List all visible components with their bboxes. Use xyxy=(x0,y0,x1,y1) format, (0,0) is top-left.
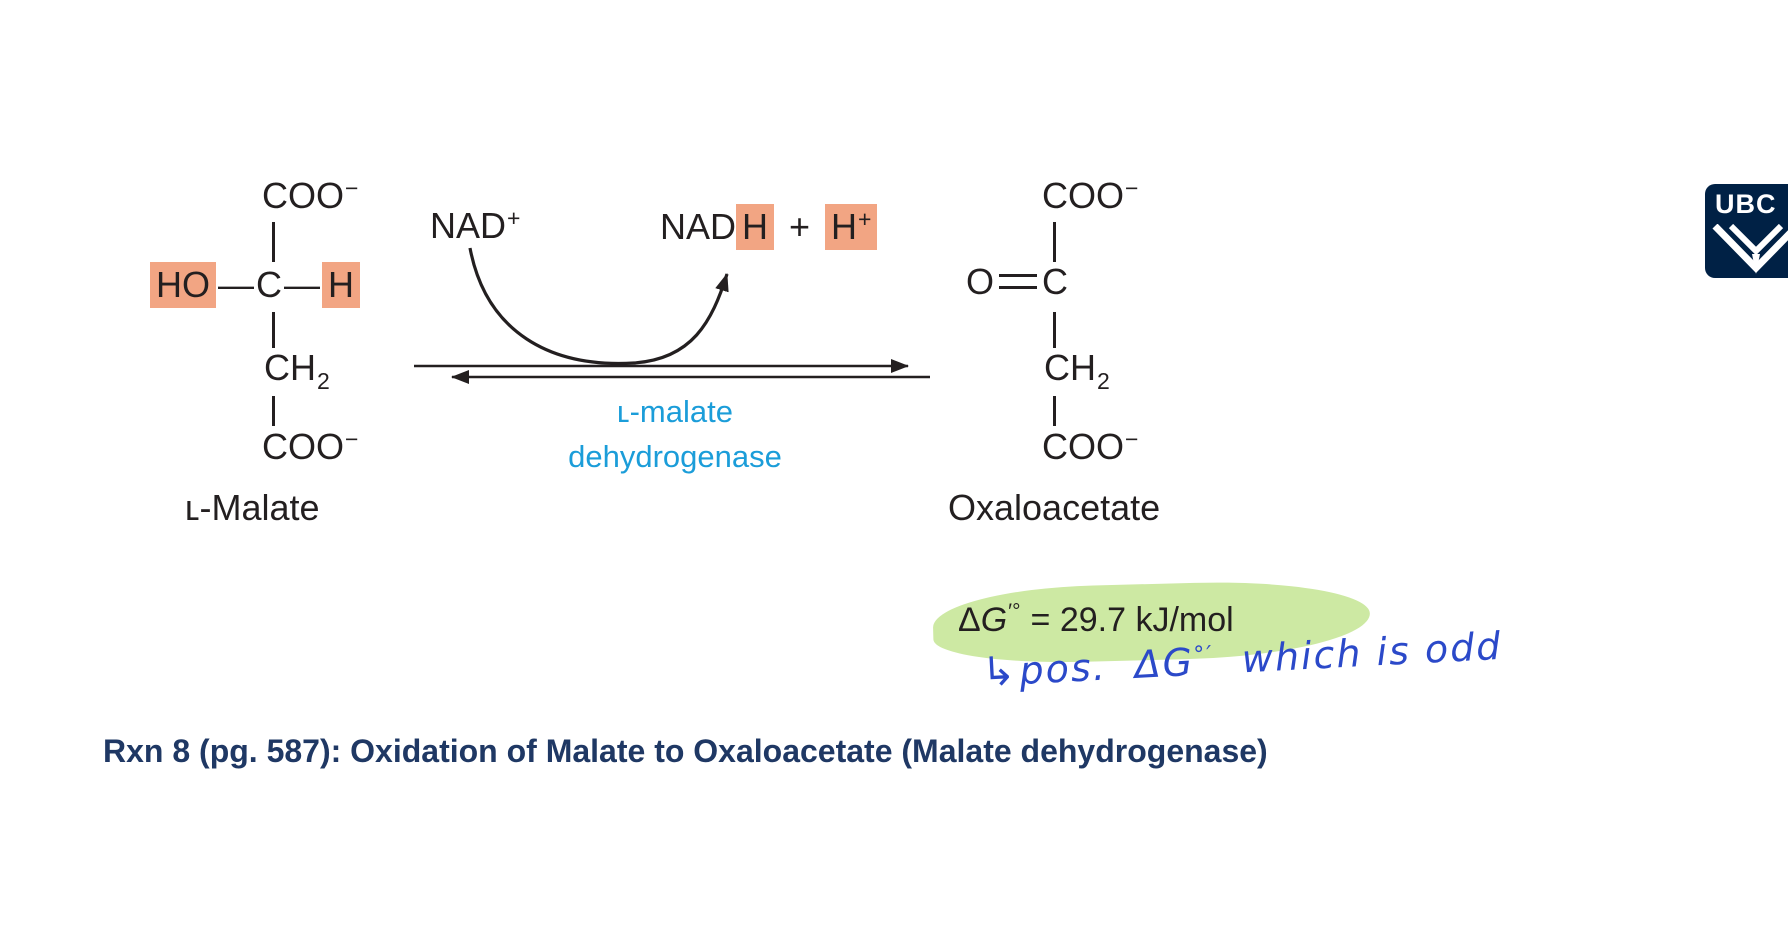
handwritten-dg-sup: °′ xyxy=(1192,641,1215,668)
oxaloacetate-coo-top: COO− xyxy=(1042,175,1139,216)
ubc-logo-text: UBC xyxy=(1715,189,1777,219)
ch2-subscript: 2 xyxy=(317,368,330,394)
nad-plus-label: NAD+ xyxy=(430,205,521,246)
nad-text: NAD xyxy=(430,205,507,246)
cofactor-curved-arrow xyxy=(468,247,729,366)
single-bond xyxy=(1053,312,1056,348)
enzyme-name-line1: ʟ-malate xyxy=(617,394,733,429)
g-symbol: G xyxy=(980,601,1008,639)
coo-text: COO xyxy=(1042,175,1125,216)
delta-g-text: ΔG′° = 29.7 kJ/mol xyxy=(958,600,1234,640)
ch2-text: CH xyxy=(1044,347,1096,388)
handwritten-pos: pos. xyxy=(1018,644,1108,694)
single-bond: — xyxy=(218,264,254,305)
coo-text: COO xyxy=(1042,426,1125,467)
proton-charge: + xyxy=(858,206,872,232)
coo-text: COO xyxy=(262,426,345,467)
malate-coo-top: COO− xyxy=(262,175,359,216)
malate-ch2: CH2 xyxy=(264,347,330,394)
single-bond xyxy=(272,222,275,262)
malate-coo-bottom: COO− xyxy=(262,426,359,467)
proton-text: H xyxy=(831,206,858,247)
oxaloacetate-coo-bottom: COO− xyxy=(1042,426,1139,467)
oxaloacetate-ch2: CH2 xyxy=(1044,347,1110,394)
coo-charge: − xyxy=(345,426,359,452)
ubc-crest-icon xyxy=(1712,224,1788,274)
hydroxyl-group-highlight: HO xyxy=(150,262,216,308)
oxaloacetate-name-label: Oxaloacetate xyxy=(948,487,1161,528)
delta-g-value: = 29.7 kJ/mol xyxy=(1030,601,1234,639)
oxaloacetate-carbonyl-row: O C xyxy=(966,262,1068,302)
coo-charge: − xyxy=(1125,426,1139,452)
ubc-logo: UBC xyxy=(1705,184,1788,278)
single-bond xyxy=(1053,222,1056,262)
delta-symbol: Δ xyxy=(958,601,981,639)
ch2-text: CH xyxy=(264,347,316,388)
hook-arrow-icon: ↳ xyxy=(980,648,1019,696)
carbonyl-carbon: C xyxy=(1042,261,1069,302)
plus-sign: + xyxy=(789,206,811,247)
malate-name-label: ʟ-Malate xyxy=(185,487,320,528)
single-bond xyxy=(1053,396,1056,426)
slide-caption: Rxn 8 (pg. 587): Oxidation of Malate to … xyxy=(103,733,1268,769)
nad-charge: + xyxy=(507,205,521,231)
coo-charge: − xyxy=(1125,175,1139,201)
hydrogen-highlight: H xyxy=(322,262,360,308)
coo-text: COO xyxy=(262,175,345,216)
double-bond xyxy=(999,264,1038,300)
prime-degree: ′° xyxy=(1008,600,1021,623)
proton-highlight: H+ xyxy=(825,204,878,250)
central-carbon: C xyxy=(256,264,282,305)
enzyme-label: ʟ-malate dehydrogenase xyxy=(540,390,810,480)
single-bond xyxy=(272,396,275,426)
nadh-hydrogen-highlight: H xyxy=(736,204,775,250)
ch2-subscript: 2 xyxy=(1097,368,1110,394)
single-bond xyxy=(272,312,275,348)
enzyme-name-line2: dehydrogenase xyxy=(568,438,782,474)
single-bond: — xyxy=(284,264,320,305)
handwritten-dg-text: ΔG xyxy=(1133,639,1196,687)
coo-charge: − xyxy=(345,175,359,201)
carbonyl-oxygen: O xyxy=(966,261,995,302)
malate-central-carbon-row: HO — C — H xyxy=(150,262,360,308)
handwritten-dg: ΔG°′ xyxy=(1133,639,1215,687)
nadh-prefix: NAD xyxy=(660,206,737,247)
